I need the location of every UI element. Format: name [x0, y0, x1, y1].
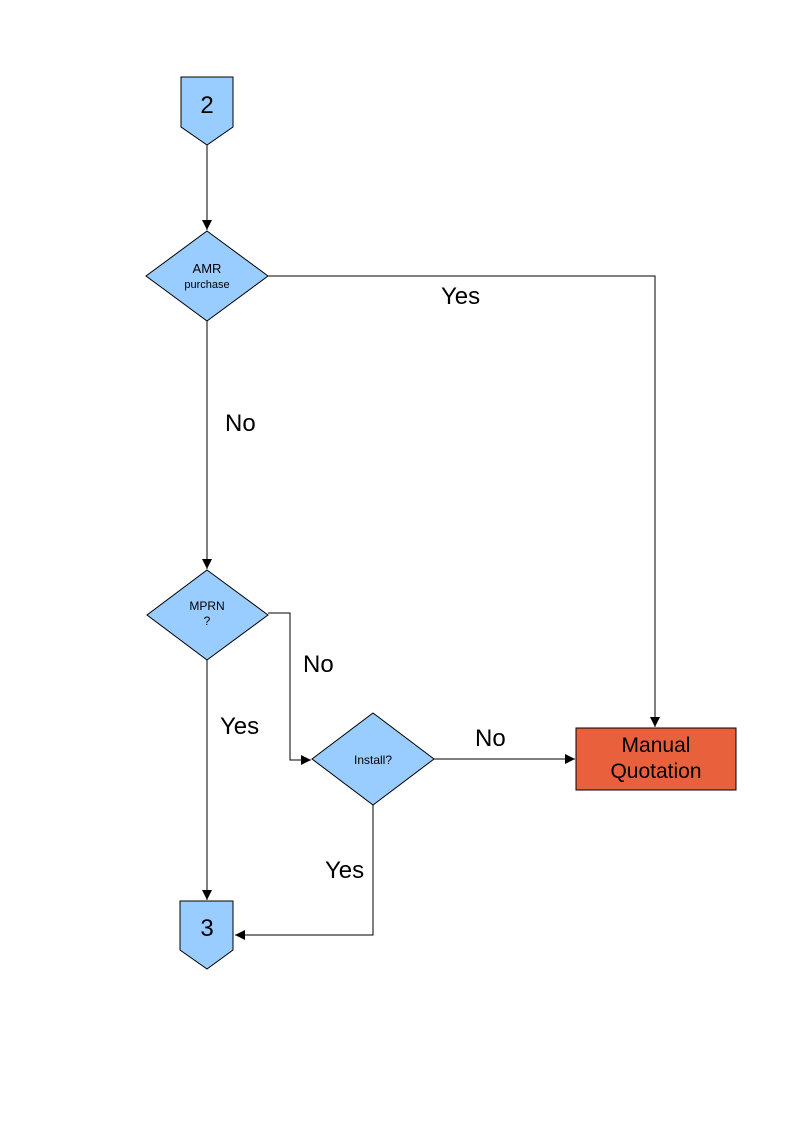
offpage-connector-2-label: 2: [200, 92, 213, 119]
install-decision-shape: [311, 712, 435, 806]
offpage-connector-2-shape: [180, 76, 234, 146]
edge-install-yes-to-offpage3: [235, 805, 374, 940]
offpage-connector-3-label: 3: [200, 915, 213, 942]
edge-label-mprn-no: No: [303, 651, 334, 678]
edge-label-amr-yes: Yes: [441, 283, 480, 310]
manual-quotation-label-line2: Quotation: [610, 760, 701, 783]
manual-quotation-label-line1: Manual: [622, 734, 691, 757]
mprn-label-line1: MPRN: [189, 599, 224, 613]
amr-purchase-label-line2: purchase: [184, 279, 229, 291]
edge-label-mprn-yes: Yes: [220, 713, 259, 740]
edge-amr-yes-to-manual-quotation: [268, 275, 660, 727]
install-label: Install?: [354, 753, 392, 767]
amr-purchase-decision-shape: [145, 230, 269, 322]
edge-label-amr-no: No: [225, 410, 256, 437]
amr-purchase-label-line1: AMR: [193, 261, 222, 276]
manual-quotation-box: [575, 727, 737, 791]
mprn-label-line2: ?: [204, 614, 211, 628]
edge-label-install-yes: Yes: [325, 857, 364, 884]
mprn-decision-shape: [146, 569, 269, 661]
offpage-connector-3-shape: [179, 900, 234, 970]
edge-label-install-no: No: [475, 725, 506, 752]
edge-mprn-no-to-install: [268, 612, 311, 765]
